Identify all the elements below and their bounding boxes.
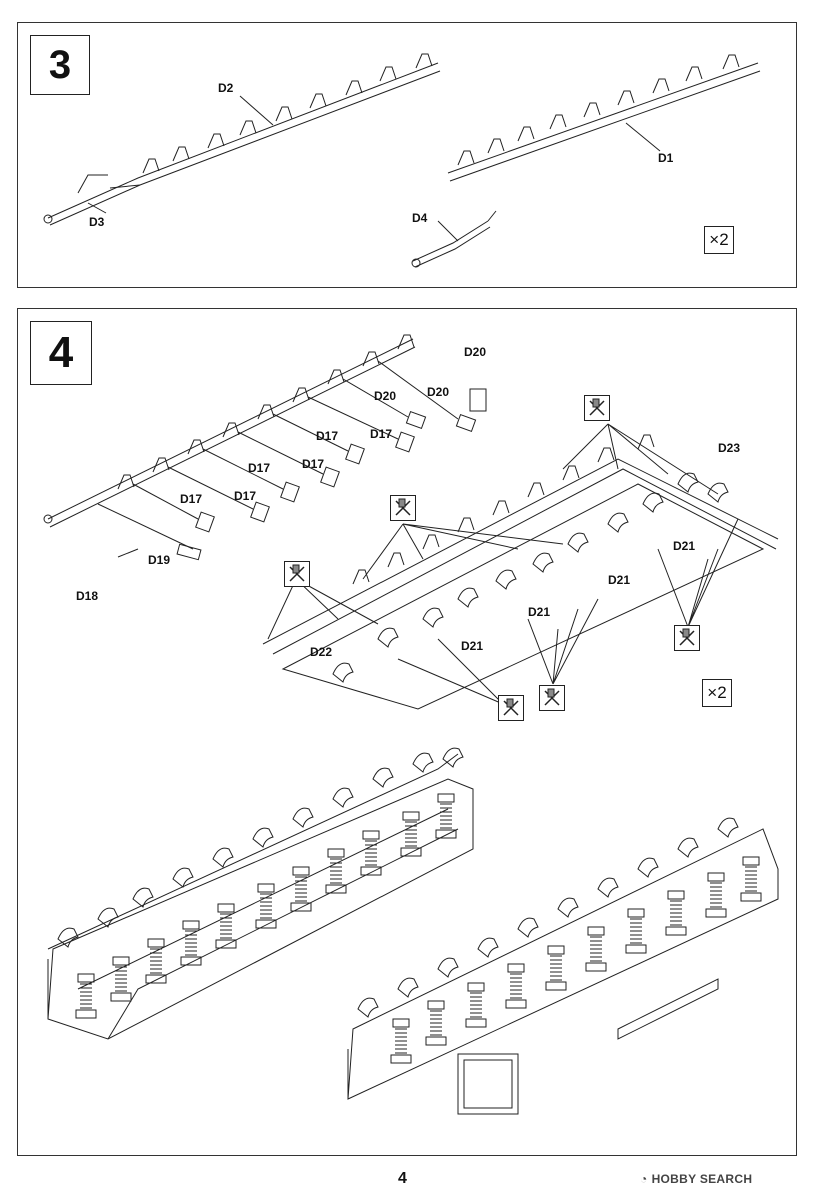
part-label-d3: D3 [89,215,105,229]
part-label-d22: D22 [310,645,333,659]
page-number: 4 [398,1170,407,1187]
multiplier-badge: ×2 [704,226,734,254]
part-label-d17-e: D17 [180,492,203,506]
part-label-d17-b: D17 [370,427,393,441]
part-label-d17-f: D17 [234,489,257,503]
step-4-illustration [43,334,779,1115]
part-label-d17-d: D17 [302,457,325,471]
watermark-text: HOBBY SEARCH [651,1172,753,1186]
step-3-panel: 3 [17,22,797,288]
cement-glue-icon [584,395,610,421]
step-3-illustration [18,23,761,268]
multiplier-badge: ×2 [702,679,732,707]
part-label-d17-c: D17 [248,461,271,475]
part-label-d1: D1 [658,151,674,165]
step-3-number: 3 [30,35,90,95]
watermark: ◔ HOBBY SEARCH [640,1172,752,1186]
step-4-number: 4 [30,321,92,385]
cement-glue-icon [674,625,700,651]
part-label-d20-a: D20 [464,345,487,359]
part-label-d18: D18 [76,589,99,603]
part-label-d20-b: D20 [374,389,397,403]
cement-glue-icon [284,561,310,587]
part-label-d23: D23 [718,441,741,455]
cement-glue-icon [539,685,565,711]
part-label-d4: D4 [412,211,428,225]
part-label-d21-d: D21 [461,639,484,653]
part-label-d21-b: D21 [608,573,631,587]
part-label-d21-c: D21 [528,605,551,619]
part-label-d21-a: D21 [673,539,696,553]
cement-glue-icon [498,695,524,721]
cement-glue-icon [390,495,416,521]
part-label-d19: D19 [148,553,171,567]
hobby-search-logo-icon: ◔ [640,1172,648,1186]
step-4-panel: 4 [17,308,797,1156]
part-label-d17-a: D17 [316,429,339,443]
part-label-d20-c: D20 [427,385,450,399]
part-label-d2: D2 [218,81,234,95]
